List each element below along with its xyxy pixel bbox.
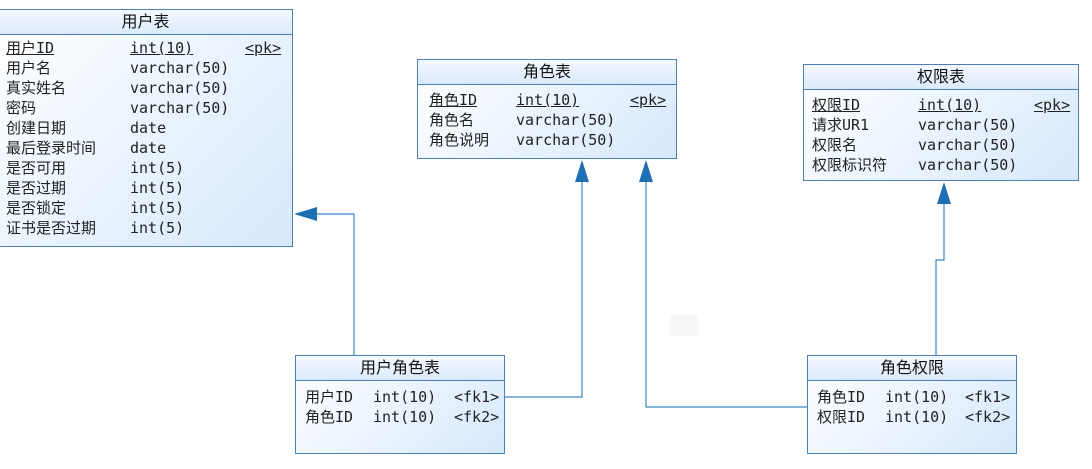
column-name: 请求UR1	[812, 116, 870, 134]
column-name: 创建日期	[6, 119, 67, 137]
column-name: 权限ID	[817, 408, 866, 426]
link-userroles-users	[316, 213, 355, 355]
column-name: 角色ID	[817, 388, 866, 406]
entity-title: 用户表	[0, 10, 292, 35]
table-row: 权限标识符 varchar(50)	[804, 155, 1078, 175]
column-type: varchar(50)	[918, 136, 1018, 154]
column-name: 证书是否过期	[6, 219, 97, 237]
column-name: 最后登录时间	[6, 139, 97, 157]
column-type: varchar(50)	[516, 111, 616, 129]
link-userroles-roles	[505, 181, 583, 398]
link-roleperms-perms	[935, 204, 945, 355]
column-type: int(5)	[130, 199, 185, 217]
entity-title: 角色表	[418, 60, 676, 85]
column-type: int(5)	[130, 179, 185, 197]
column-type: int(5)	[130, 159, 185, 177]
column-name: 是否过期	[6, 179, 67, 197]
column-type: varchar(50)	[130, 99, 230, 117]
table-row: 证书是否过期 int(5)	[0, 218, 292, 238]
table-row: 用户ID int(10) <pk>	[0, 38, 292, 58]
column-type: varchar(50)	[130, 79, 230, 97]
column-name: 角色ID	[305, 408, 354, 426]
table-row: 角色ID int(10) <fk1>	[808, 387, 1016, 407]
column-name: 是否可用	[6, 159, 67, 177]
entity-roles[interactable]: 角色表 角色ID int(10) <pk> 角色名 varchar(50) 角色…	[417, 59, 677, 159]
table-row: 最后登录时间 date	[0, 138, 292, 158]
table-row: 权限ID int(10) <fk2>	[808, 407, 1016, 427]
column-name: 权限名	[812, 136, 858, 154]
column-name: 权限ID	[812, 96, 861, 114]
entity-title: 角色权限	[808, 356, 1016, 381]
column-name: 用户ID	[305, 388, 354, 406]
column-type: varchar(50)	[130, 59, 230, 77]
table-row: 角色ID int(10) <fk2>	[296, 407, 504, 427]
table-row: 创建日期 date	[0, 118, 292, 138]
arrow-head-icon	[575, 160, 589, 182]
column-type: int(10)	[885, 408, 949, 426]
table-row: 用户ID int(10) <fk1>	[296, 387, 504, 407]
column-key: <fk1>	[454, 388, 500, 406]
column-type: varchar(50)	[918, 116, 1018, 134]
column-name: 角色ID	[429, 91, 478, 109]
column-key: <pk>	[630, 91, 667, 109]
column-name: 是否锁定	[6, 199, 67, 217]
entity-permissions[interactable]: 权限表 权限ID int(10) <pk> 请求UR1 varchar(50) …	[803, 64, 1079, 181]
table-row: 角色说明 varchar(50)	[418, 130, 676, 150]
column-type: date	[130, 139, 167, 157]
arrow-head-icon	[294, 207, 317, 221]
arrow-head-icon	[937, 182, 951, 204]
column-type: int(10)	[130, 39, 194, 57]
table-row: 是否锁定 int(5)	[0, 198, 292, 218]
column-key: <fk2>	[965, 408, 1011, 426]
column-type: int(10)	[373, 388, 437, 406]
column-key: <pk>	[1034, 96, 1071, 114]
table-row: 权限名 varchar(50)	[804, 135, 1078, 155]
arrow-head-icon	[639, 160, 653, 182]
table-row: 是否可用 int(5)	[0, 158, 292, 178]
column-name: 权限标识符	[812, 156, 888, 174]
column-name: 角色名	[429, 111, 475, 129]
column-type: int(10)	[918, 96, 982, 114]
column-type: date	[130, 119, 167, 137]
column-key: <fk1>	[965, 388, 1011, 406]
column-name: 真实姓名	[6, 79, 67, 97]
table-row: 密码 varchar(50)	[0, 98, 292, 118]
column-key: <pk>	[245, 39, 282, 57]
table-row: 请求UR1 varchar(50)	[804, 115, 1078, 135]
column-type: int(10)	[885, 388, 949, 406]
column-type: int(10)	[516, 91, 580, 109]
entity-title: 权限表	[804, 65, 1078, 90]
entity-users[interactable]: 用户表 用户ID int(10) <pk> 用户名 varchar(50) 真实…	[0, 9, 293, 247]
table-row: 是否过期 int(5)	[0, 178, 292, 198]
table-row: 权限ID int(10) <pk>	[804, 95, 1078, 115]
link-roleperms-roles	[645, 181, 807, 408]
entity-title: 用户角色表	[296, 356, 504, 381]
column-type: int(10)	[373, 408, 437, 426]
column-type: varchar(50)	[516, 131, 616, 149]
column-key: <fk2>	[454, 408, 500, 426]
column-name: 密码	[6, 99, 37, 117]
column-name: 用户名	[6, 59, 52, 77]
table-row: 真实姓名 varchar(50)	[0, 78, 292, 98]
column-name: 角色说明	[429, 131, 490, 149]
entity-user-roles[interactable]: 用户角色表 用户ID int(10) <fk1> 角色ID int(10) <f…	[295, 355, 505, 454]
table-row: 用户名 varchar(50)	[0, 58, 292, 78]
faint-watermark	[670, 314, 698, 336]
table-row: 角色ID int(10) <pk>	[418, 90, 676, 110]
column-name: 用户ID	[6, 39, 55, 57]
column-type: varchar(50)	[918, 156, 1018, 174]
column-type: int(5)	[130, 219, 185, 237]
table-row: 角色名 varchar(50)	[418, 110, 676, 130]
entity-role-permissions[interactable]: 角色权限 角色ID int(10) <fk1> 权限ID int(10) <fk…	[807, 355, 1017, 454]
